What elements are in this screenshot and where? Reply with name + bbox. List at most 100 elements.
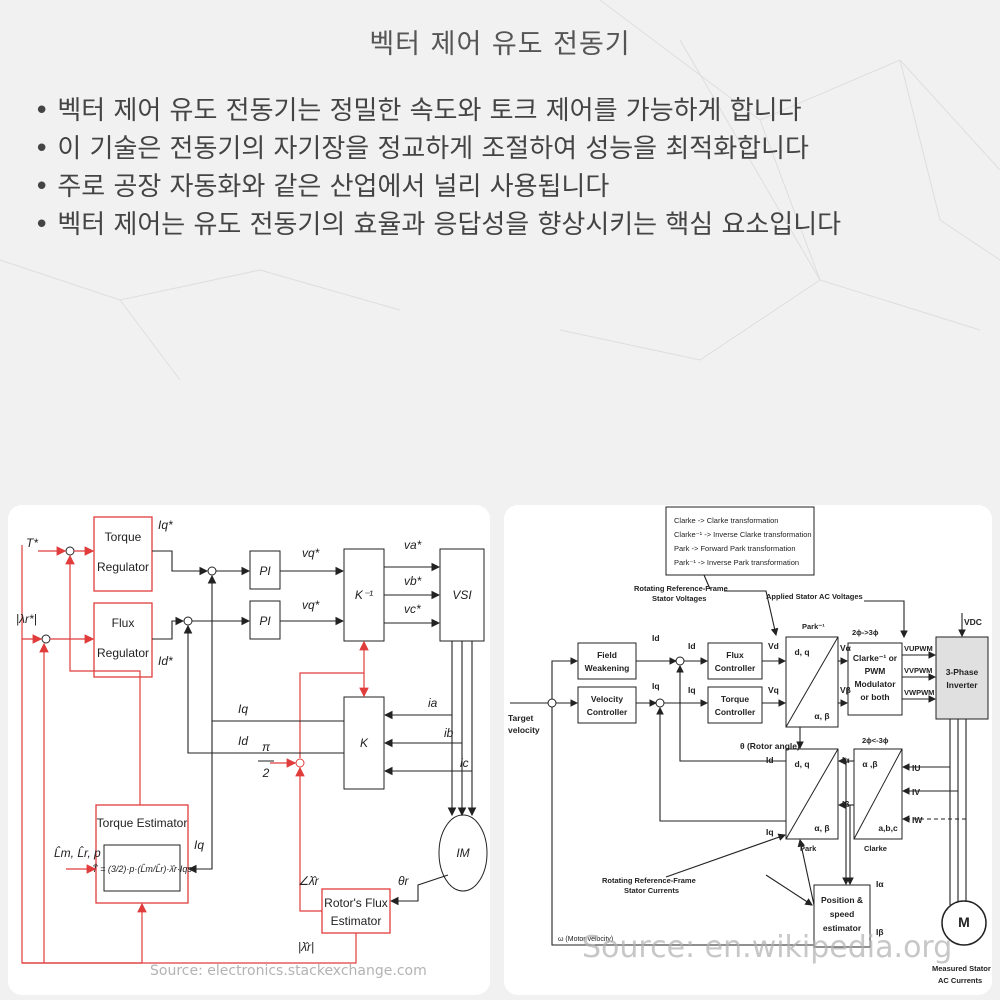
legend-item: Park⁻¹ -> Inverse Park transformation: [674, 558, 799, 567]
block-label: K⁻¹: [355, 588, 373, 602]
block-label: Clarke⁻¹ or: [853, 653, 898, 663]
summing-junction: [65, 546, 75, 556]
signal-label: vc*: [404, 602, 421, 616]
signal-label: L̂m, L̂r, p: [54, 845, 101, 860]
block-label: a,b,c: [878, 823, 898, 833]
block-label: M: [958, 914, 970, 930]
three-phase-inverter-block: [935, 636, 989, 720]
torque-regulator-block: [93, 516, 153, 592]
block-label: d, q: [794, 647, 809, 657]
block-label: α, β: [814, 711, 829, 721]
signal-label: ∠λ̂r: [298, 874, 320, 888]
block-label: Torque: [721, 694, 749, 704]
signal-label: π: [262, 740, 271, 754]
k-inverse-block: [343, 548, 385, 642]
block-label: Weakening: [585, 663, 630, 673]
signal-label: Iq: [688, 685, 696, 695]
bullet-item: 주로 공장 자동화와 같은 산업에서 널리 사용됩니다: [34, 168, 841, 206]
signal-label: Vβ: [840, 685, 851, 695]
signal-label: 2: [262, 766, 270, 780]
signal-label: VWPWM: [904, 688, 934, 697]
summing-junction: [41, 634, 51, 644]
slide-title: 벡터 제어 유도 전동기: [369, 29, 631, 60]
signal-label: Iα: [876, 879, 884, 889]
signal-label: vq*: [302, 598, 320, 612]
signal-label: va*: [404, 538, 422, 552]
block-label: estimator: [823, 923, 862, 933]
k-block: [343, 696, 385, 790]
block-label: PI: [259, 564, 271, 578]
signal-label: Iq: [766, 827, 774, 837]
legend-box: [665, 506, 815, 576]
block-label: Controller: [715, 663, 756, 673]
signal-label: Iα: [842, 755, 850, 765]
signal-label: Iq: [652, 681, 660, 691]
pwm-modulator-block: [847, 642, 903, 716]
flux-regulator-block: [93, 602, 153, 678]
signal-label: Iβ: [876, 927, 884, 937]
signal-label: |λ̂r|: [298, 940, 314, 954]
signal-label: Id: [766, 755, 774, 765]
signal-label: Id: [688, 641, 696, 651]
signal-label: VUPWM: [904, 644, 933, 653]
block-label: Flux: [726, 650, 744, 660]
signal-label: θ (Rotor angle): [740, 741, 800, 751]
flux-controller-block: [707, 642, 763, 680]
pi-block: [249, 600, 281, 640]
vector-control-block-diagram: Torque Regulator Flux Regulator PI PI K⁻…: [16, 516, 488, 964]
signal-label: vb*: [404, 574, 422, 588]
signal-label: vq*: [302, 546, 320, 560]
torque-formula-box: [103, 844, 181, 892]
block-label: Controller: [587, 707, 628, 717]
block-label: Torque: [105, 530, 142, 544]
annotation: Park⁻¹: [802, 622, 825, 631]
position-speed-estimator-block: [813, 884, 871, 948]
signal-label: Id: [652, 633, 660, 643]
annotation: VDC: [964, 617, 982, 627]
signal-label: Id: [238, 734, 248, 748]
summing-junction: [295, 758, 305, 768]
signal-label: Iq: [194, 838, 204, 852]
signal-label: T*: [26, 536, 38, 550]
block-label: Torque Estimator: [97, 816, 188, 830]
legend-item: Park -> Forward Park transformation: [674, 544, 796, 553]
signal-label: Target: [508, 713, 534, 723]
annotation: Stator Voltages: [652, 594, 706, 603]
right-diagram-panel: Clarke -> Clarke transformation Clarke⁻¹…: [504, 505, 992, 995]
motor: [941, 900, 987, 946]
signal-label: IU: [912, 763, 921, 773]
block-label: PI: [259, 614, 271, 628]
signal-label: Iq: [238, 702, 248, 716]
annotation: Applied Stator AC Voltages: [766, 592, 863, 601]
summing-junction: [675, 656, 685, 666]
summing-junction: [547, 698, 557, 708]
annotation: Measured Stator: [932, 964, 991, 973]
legend-item: Clarke⁻¹ -> Inverse Clarke transformatio…: [674, 530, 812, 539]
left-diagram-panel: Torque Regulator Flux Regulator PI PI K⁻…: [8, 505, 490, 995]
block-label: d, q: [794, 759, 809, 769]
bullet-list: 벡터 제어 유도 전동기는 정밀한 속도와 토크 제어를 가능하게 합니다 이 …: [34, 92, 841, 244]
annotation: Stator Currents: [624, 886, 679, 895]
block-label: Rotor's Flux: [324, 896, 388, 910]
annotation: Rotating Reference-Frame: [602, 876, 696, 885]
signal-label: ia: [428, 696, 438, 710]
velocity-controller-block: [577, 686, 637, 724]
foc-block-diagram: Clarke -> Clarke transformation Clarke⁻¹…: [508, 506, 991, 985]
block-label: Modulator: [854, 679, 896, 689]
block-label: Position &: [821, 895, 863, 905]
annotation: Rotating Reference-Frame: [634, 584, 728, 593]
block-label: K: [360, 736, 369, 750]
bullet-item: 벡터 제어 유도 전동기는 정밀한 속도와 토크 제어를 가능하게 합니다: [34, 92, 841, 130]
signal-label: velocity: [508, 725, 540, 735]
field-weakening-block: [577, 642, 637, 680]
block-label: α, β: [814, 823, 829, 833]
block-label: Estimator: [331, 914, 382, 928]
torque-controller-block: [707, 686, 763, 724]
legend-item: Clarke -> Clarke transformation: [674, 516, 778, 525]
summing-junction: [183, 616, 193, 626]
block-label: Flux: [112, 616, 135, 630]
summing-junction: [655, 698, 665, 708]
signal-label: Vd: [768, 641, 779, 651]
signal-label: Id*: [158, 654, 173, 668]
signal-label: |λr*|: [16, 612, 37, 626]
